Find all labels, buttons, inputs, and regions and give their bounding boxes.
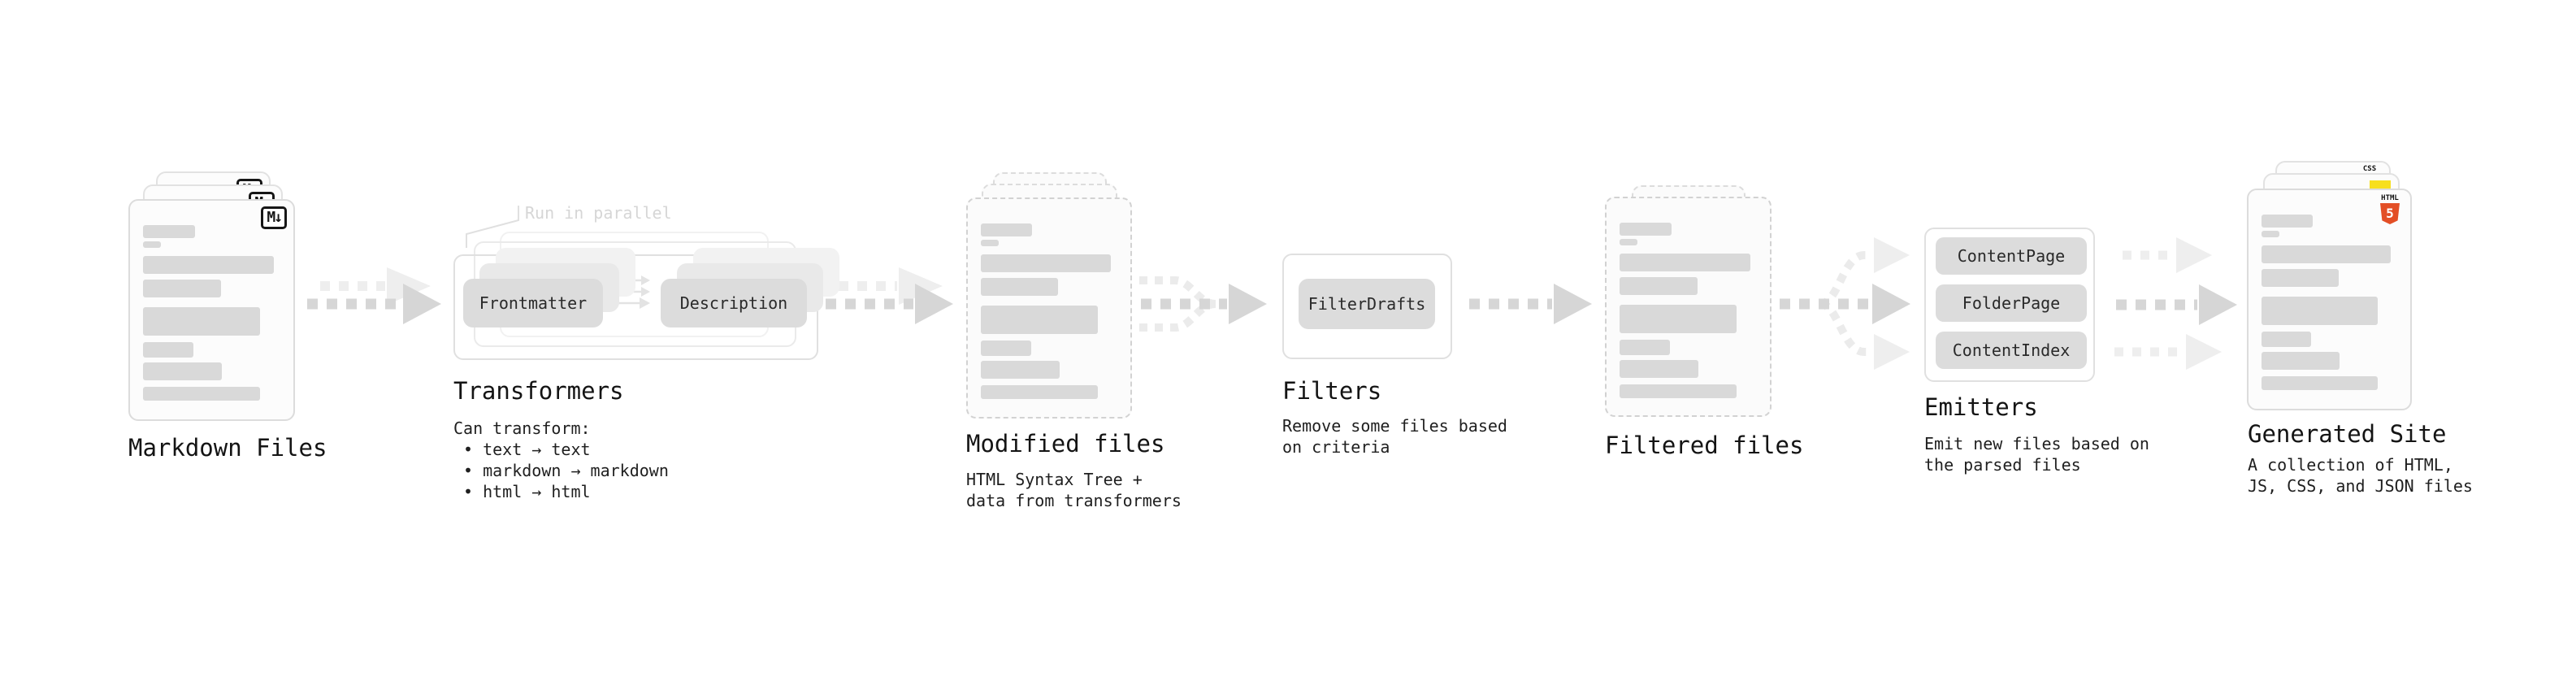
markdown-files-label: Markdown Files	[128, 434, 327, 462]
html5-shield: 5	[2380, 203, 2400, 224]
folderpage-button: FolderPage	[1936, 284, 2087, 322]
desc-line: data from transformers	[966, 491, 1182, 510]
desc-line: Can transform:	[453, 419, 591, 438]
placeholder-bar	[1620, 239, 1637, 245]
placeholder-bar	[1620, 277, 1698, 295]
placeholder-bar	[143, 307, 261, 336]
placeholder-bar	[143, 362, 223, 380]
arrow-modified-to-filters-fan-in	[1139, 276, 1267, 332]
placeholder-bar	[2262, 297, 2378, 325]
placeholder-bar	[981, 385, 1098, 399]
desc-line: Emit new files based on	[1924, 434, 2149, 453]
arrow-emitters-to-generated	[2114, 237, 2237, 370]
filtered-files-label: Filtered files	[1605, 432, 1804, 459]
placeholder-bar	[143, 225, 195, 238]
placeholder-bar	[2262, 245, 2392, 263]
arrow-filters-to-filtered	[1469, 284, 1592, 324]
filters-description: Remove some files based on criteria	[1282, 415, 1507, 458]
placeholder-bar	[143, 342, 194, 358]
javascript-icon	[2370, 180, 2391, 191]
placeholder-bar	[2262, 215, 2314, 228]
placeholder-bar	[1620, 360, 1699, 378]
annotation-leader-line	[466, 206, 519, 248]
placeholder-text-bars	[2262, 215, 2396, 390]
desc-line: JS, CSS, and JSON files	[2248, 476, 2473, 496]
modified-files-label: Modified files	[966, 430, 1165, 458]
arrow-filtered-to-emitters-fan-out	[1780, 237, 1910, 370]
placeholder-bar	[2262, 269, 2339, 287]
run-in-parallel-annotation: Run in parallel	[525, 203, 672, 223]
html5-icon: HTML 5	[2378, 195, 2402, 224]
emitters-label: Emitters	[1924, 393, 2038, 421]
placeholder-bar	[143, 387, 261, 401]
desc-line: A collection of HTML,	[2248, 455, 2453, 475]
modified-file-card-front	[966, 197, 1132, 419]
placeholder-text-bars	[143, 225, 280, 401]
generated-site-label: Generated Site	[2248, 420, 2447, 448]
placeholder-bar	[143, 280, 221, 297]
generated-html-file-card: HTML 5	[2247, 189, 2412, 410]
placeholder-bar	[981, 240, 999, 246]
transformers-description: Can transform: • text → text • markdown …	[453, 418, 669, 502]
placeholder-bar	[1620, 384, 1737, 398]
generated-site-description: A collection of HTML, JS, CSS, and JSON …	[2248, 454, 2473, 497]
placeholder-bar	[2262, 332, 2312, 347]
arrow-markdown-to-transformers	[307, 267, 441, 324]
placeholder-bar	[981, 361, 1060, 379]
placeholder-bar	[2262, 376, 2378, 390]
placeholder-bar	[981, 340, 1031, 356]
desc-bullet: • html → html	[463, 482, 591, 501]
placeholder-bar	[2262, 231, 2279, 237]
placeholder-bar	[1620, 340, 1671, 355]
filters-label: Filters	[1282, 377, 1382, 405]
desc-bullet: • text → text	[463, 440, 591, 459]
modified-files-description: HTML Syntax Tree + data from transformer…	[966, 469, 1182, 511]
contentpage-button: ContentPage	[1936, 237, 2087, 275]
placeholder-bar	[981, 223, 1033, 236]
html5-badge-text: HTML	[2381, 194, 2399, 202]
placeholder-bar	[1620, 223, 1672, 236]
emitters-description: Emit new files based on the parsed files	[1924, 433, 2149, 475]
placeholder-bar	[143, 241, 161, 248]
arrow-transformers-to-modified	[826, 267, 953, 324]
placeholder-bar	[981, 254, 1112, 272]
desc-line: on criteria	[1282, 437, 1390, 457]
description-button: Description	[661, 279, 807, 327]
placeholder-bar	[981, 306, 1098, 334]
placeholder-bar	[1620, 305, 1737, 333]
placeholder-bar	[143, 256, 275, 274]
transformers-label: Transformers	[453, 377, 624, 405]
placeholder-bar	[981, 278, 1059, 296]
frontmatter-button: Frontmatter	[463, 279, 603, 327]
markdown-icon: M↓	[261, 206, 287, 229]
markdown-file-card-front: M↓	[128, 199, 295, 421]
placeholder-bar	[2262, 352, 2340, 370]
desc-line: the parsed files	[1924, 455, 2081, 475]
filtered-file-card-front	[1605, 197, 1772, 417]
placeholder-text-bars	[981, 223, 1117, 399]
desc-line: Remove some files based	[1282, 416, 1507, 436]
desc-bullet: • markdown → markdown	[463, 461, 669, 480]
placeholder-text-bars	[1620, 223, 1756, 398]
desc-line: HTML Syntax Tree +	[966, 470, 1143, 489]
filterdrafts-button: FilterDrafts	[1299, 279, 1435, 329]
placeholder-bar	[1620, 254, 1751, 271]
contentindex-button: ContentIndex	[1936, 332, 2087, 369]
css-badge-text: CSS	[2362, 165, 2377, 173]
